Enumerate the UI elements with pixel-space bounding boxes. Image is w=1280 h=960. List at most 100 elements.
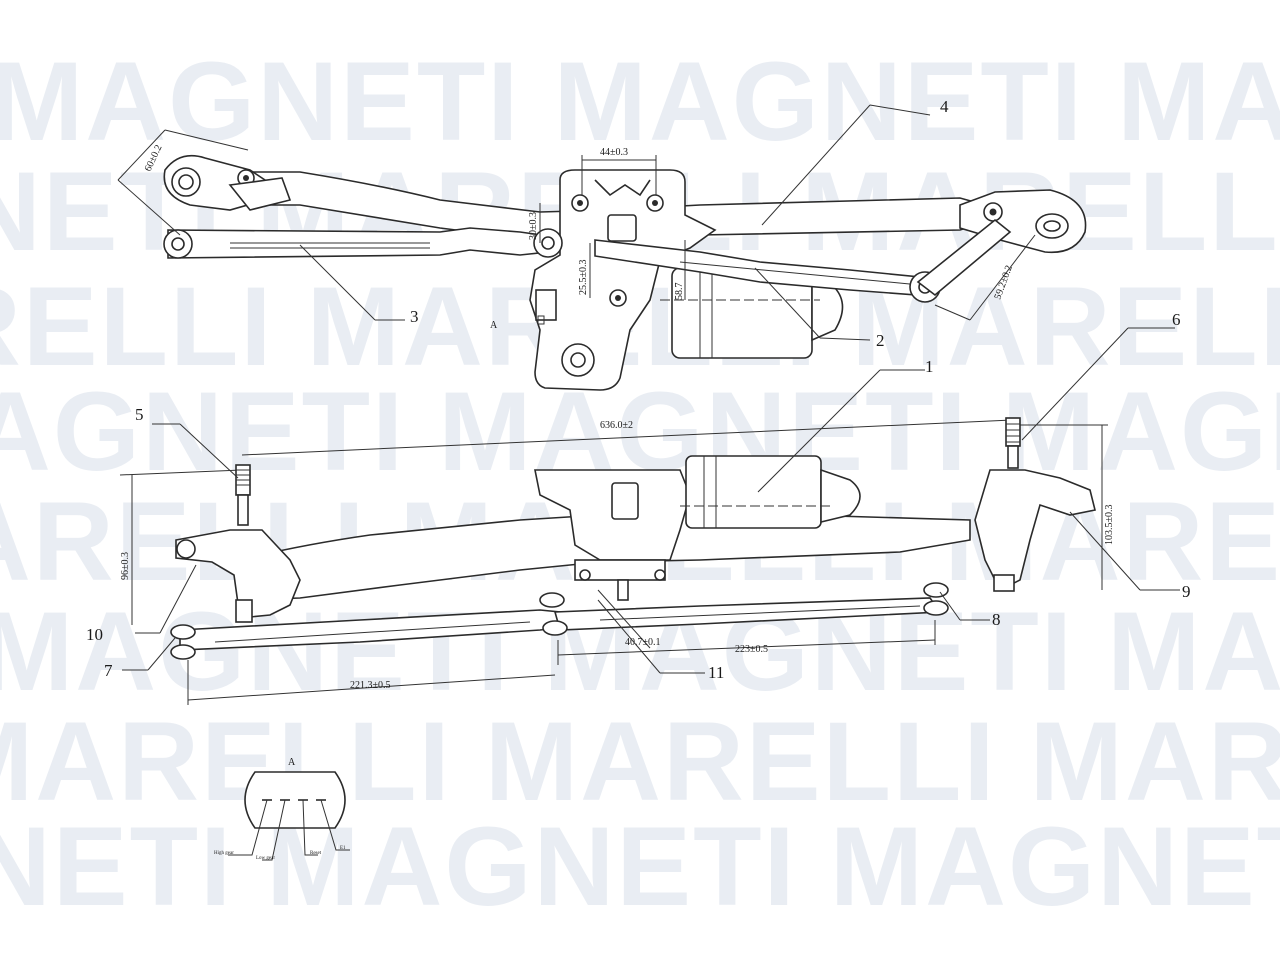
motor-bracket xyxy=(529,169,717,391)
connector-tab xyxy=(537,315,545,325)
watermark-row: MARELLI MARELLI MARELLI xyxy=(0,699,1280,824)
output-shaft xyxy=(617,579,629,601)
callout-6: 6 xyxy=(1172,310,1181,329)
pin-lead xyxy=(320,799,350,851)
ball-joints xyxy=(170,582,949,660)
callout-7: 7 xyxy=(104,661,113,680)
leader xyxy=(869,104,931,116)
view-label-a: A xyxy=(490,320,498,331)
connector-view: A High gear Low gear Reset E1 xyxy=(214,757,350,861)
right-spindle-shaft xyxy=(1007,445,1019,469)
leader xyxy=(761,104,871,226)
dim-line xyxy=(117,129,166,181)
dim-58: 58.7 xyxy=(674,283,685,301)
left-spindle-shaft xyxy=(237,494,249,526)
watermark-row: MAGNETI MAGNETI MAGNET xyxy=(0,39,1280,164)
dim-line xyxy=(164,129,249,151)
top-view: 60±0.2 44±0.3 30±0.3 25.5±0.3 58.7 59.2±… xyxy=(117,129,1087,391)
ball-joint xyxy=(923,600,949,616)
leader xyxy=(754,267,821,339)
ball-joint xyxy=(923,582,949,598)
callout-8: 8 xyxy=(992,610,1001,629)
bolt-center xyxy=(652,200,658,206)
nut xyxy=(654,569,666,581)
motor-crank-hole xyxy=(541,236,555,250)
ball-joint xyxy=(170,644,196,660)
ball-joint xyxy=(539,592,565,608)
callouts: 4 3 2 1 6 5 9 8 11 10 7 xyxy=(86,97,1191,682)
dim-line xyxy=(934,304,971,321)
callout-4: 4 xyxy=(940,97,949,116)
right-housing-foot xyxy=(993,574,1015,592)
connector-shell xyxy=(244,771,346,829)
rod-rib xyxy=(599,605,921,621)
dim-line xyxy=(119,469,243,476)
right-pivot-housing xyxy=(974,469,1096,592)
leader xyxy=(299,244,376,321)
callout-5: 5 xyxy=(135,405,144,424)
callout-11: 11 xyxy=(708,663,724,682)
right-rivet-center xyxy=(989,208,997,216)
dim-line-overall xyxy=(241,419,1013,456)
dim-223: 223±0.5 xyxy=(735,644,768,655)
dim-30: 30±0.3 xyxy=(528,212,539,240)
watermark-row: NETI MAGNETI MAGNETI xyxy=(0,804,1280,929)
pin-label: E1 xyxy=(340,846,346,851)
right-link xyxy=(916,218,1012,297)
leader xyxy=(159,564,197,634)
connector-housing xyxy=(535,289,557,321)
right-pivot-hole xyxy=(1043,220,1061,232)
gearbox-cover xyxy=(611,482,639,520)
pin-label: Reset xyxy=(310,851,322,856)
left-housing-boss xyxy=(176,539,196,559)
dim-line xyxy=(117,179,181,236)
leader xyxy=(819,337,871,341)
left-link xyxy=(228,177,292,211)
dim-line xyxy=(597,589,651,649)
pin-lead xyxy=(228,799,268,856)
bolt-center xyxy=(615,295,621,301)
pin-lead xyxy=(302,799,318,856)
bolt-center xyxy=(577,200,583,206)
bracket-notch xyxy=(594,179,651,197)
dim-line xyxy=(969,234,1036,321)
motor-cap-front xyxy=(820,468,861,524)
pin-label: Low gear xyxy=(256,856,275,861)
callout-2: 2 xyxy=(876,331,885,350)
dim-96: 96±0.3 xyxy=(120,552,131,580)
dim-25: 25.5±0.3 xyxy=(578,260,589,296)
leader xyxy=(939,591,961,621)
rod-rib xyxy=(214,621,531,643)
dim-636: 636.0±2 xyxy=(600,420,633,431)
rod-end-left-hole xyxy=(171,237,185,251)
leader xyxy=(1069,511,1141,591)
dim-line xyxy=(557,639,936,656)
rod-slot xyxy=(679,261,921,286)
connector-label: A xyxy=(288,757,296,768)
leader xyxy=(1021,327,1129,441)
leader xyxy=(179,423,239,479)
leader xyxy=(757,369,881,493)
callout-1: 1 xyxy=(925,357,934,376)
callout-9: 9 xyxy=(1182,582,1191,601)
left-housing-foot xyxy=(235,599,253,623)
callout-10: 10 xyxy=(86,625,103,644)
nut xyxy=(579,569,591,581)
leader xyxy=(597,599,661,674)
ball-joint xyxy=(542,620,568,636)
dim-44: 44±0.3 xyxy=(600,147,628,158)
left-rivet-center xyxy=(243,175,249,181)
bracket-bushing-hole xyxy=(570,352,586,368)
dim-103: 103.5±0.3 xyxy=(1104,505,1115,546)
front-view: 636.0±2 96±0.3 103.5±0.3 xyxy=(119,417,1115,705)
pin-lead xyxy=(262,799,286,861)
dim-40: 40.7±0.1 xyxy=(625,637,661,648)
dim-221: 221.3±0.5 xyxy=(350,680,391,691)
callout-3: 3 xyxy=(410,307,419,326)
left-pivot-hole xyxy=(178,174,194,190)
motor-body-front xyxy=(685,455,822,529)
crank-block xyxy=(607,214,637,242)
dim-line xyxy=(187,674,556,701)
